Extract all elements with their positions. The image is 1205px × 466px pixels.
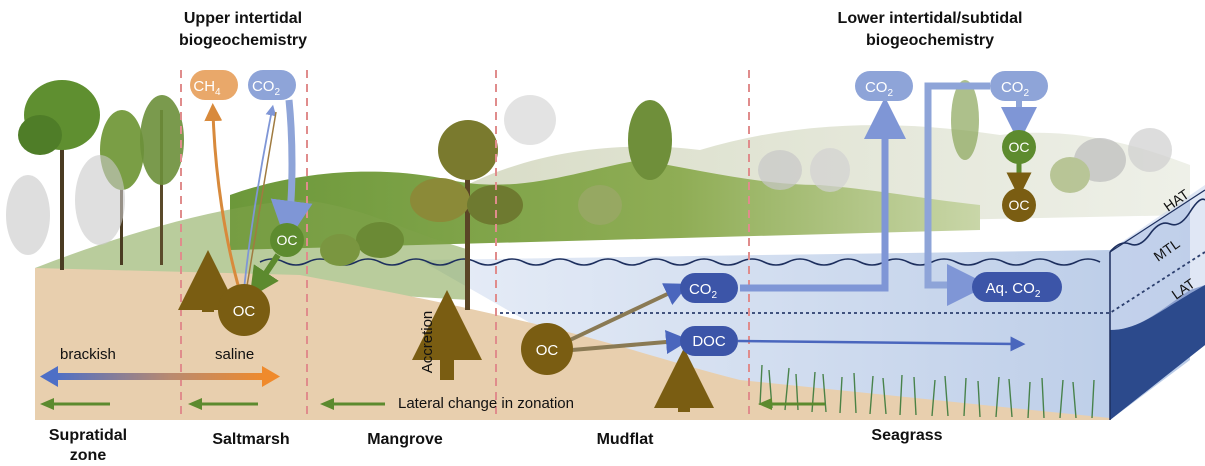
zone-mangrove: Mangrove — [367, 431, 443, 448]
co2-to-oc-green-arrow — [270, 99, 313, 243]
salinity-gradient-arrow — [40, 366, 280, 387]
lateral-zonation-arrows — [40, 398, 825, 410]
mangrove-trees — [320, 95, 672, 310]
svg-text:CO2: CO2 — [1001, 79, 1030, 99]
block-edge-top — [1109, 189, 1205, 253]
node-oc-lower-brown: OC — [1002, 188, 1036, 222]
svg-text:OC: OC — [536, 342, 559, 359]
lat-surface — [1110, 285, 1205, 420]
oc-to-co2-arrow-brown — [245, 111, 277, 293]
svg-text:CO2: CO2 — [252, 78, 281, 98]
lower-heading-line2: biogeochemistry — [865, 32, 995, 49]
zone-supratidal: Supratidal zone — [38, 426, 138, 466]
oc-to-co2-arrow — [243, 104, 277, 291]
lower-intertidal-heading: Lower intertidal/subtidal biogeochemistr… — [825, 8, 1035, 52]
zone-seagrass: Seagrass — [871, 427, 943, 444]
background-trees — [758, 80, 1172, 193]
svg-text:OC: OC — [1009, 139, 1030, 155]
water-surface — [420, 200, 1190, 420]
accretion-label: Accretion — [419, 311, 436, 374]
hat-line — [259, 198, 1205, 266]
lower-heading-line1: Lower intertidal/subtidal — [837, 10, 1023, 27]
svg-text:DOC: DOC — [692, 333, 726, 350]
saline-label: saline — [215, 346, 255, 363]
lateral-change-label: Lateral change in zonation — [398, 395, 574, 412]
node-oc-lower-green: OC — [1002, 130, 1036, 164]
node-co2-lower-left: CO2 — [855, 71, 913, 101]
node-aq-co2: Aq. CO2 — [972, 272, 1062, 302]
node-oc-saltmarsh-green: OC — [270, 223, 304, 257]
svg-text:Aq. CO2: Aq. CO2 — [986, 280, 1041, 300]
zone-saltmarsh: Saltmarsh — [212, 431, 290, 448]
node-co2-lower-right: CO2 — [990, 71, 1048, 101]
svg-text:CH4: CH4 — [193, 78, 221, 98]
node-co2-upper: CO2 — [248, 70, 296, 100]
upper-heading-line2: biogeochemistry — [178, 32, 308, 49]
node-oc-saltmarsh: OC — [218, 284, 270, 336]
brackish-label: brackish — [60, 346, 116, 363]
svg-text:CO2: CO2 — [865, 79, 894, 99]
upper-heading-line1: Upper intertidal — [183, 10, 303, 27]
svg-text:CO2: CO2 — [689, 281, 718, 301]
seagrass-bed — [759, 364, 1095, 419]
atm-co2-to-aq-co2-arrow — [924, 82, 990, 306]
oc-green-to-oc-arrow — [249, 253, 281, 298]
oc-to-doc-arrow — [571, 330, 690, 354]
supratidal-trees — [6, 80, 184, 270]
node-oc-mudflat: OC — [521, 323, 573, 375]
co2-to-atmosphere-arrow — [740, 97, 906, 292]
zone-supratidal-line2: zone — [69, 447, 107, 464]
node-ch4-upper: CH4 — [190, 70, 238, 100]
svg-text:OC: OC — [233, 303, 256, 320]
node-co2-mudflat: CO2 — [680, 273, 738, 303]
svg-text:OC: OC — [1009, 197, 1030, 213]
oc-to-co2-mudflat-arrow — [569, 283, 689, 342]
mtl-line — [500, 251, 1205, 314]
node-doc: DOC — [680, 326, 738, 356]
zone-separators — [180, 70, 750, 420]
doc-export-arrow — [737, 336, 1026, 352]
upper-intertidal-heading: Upper intertidal biogeochemistry — [168, 8, 318, 52]
zone-supratidal-line1: Supratidal — [48, 427, 128, 444]
zone-mudflat: Mudflat — [596, 431, 654, 448]
svg-text:OC: OC — [277, 232, 298, 248]
